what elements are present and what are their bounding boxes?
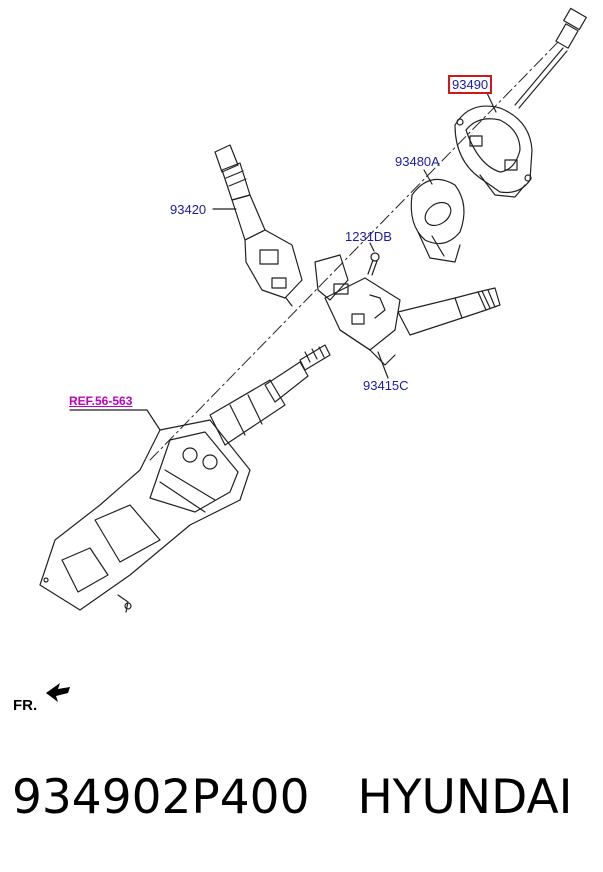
part-number: 934902P400 — [12, 770, 310, 825]
leader-1231db — [369, 242, 375, 252]
callout-93480a: 93480A — [395, 154, 440, 169]
callout-1231db: 1231DB — [345, 229, 392, 244]
assembly-axis — [149, 39, 561, 461]
callout-93415c: 93415C — [363, 378, 409, 393]
callout-93490: 93490 — [448, 75, 493, 94]
clock-spring-part — [454, 7, 587, 198]
column-bracket-part — [39, 419, 251, 613]
leader-93490 — [486, 92, 497, 113]
front-direction-arrow-icon — [46, 683, 70, 702]
front-direction-label: FR. — [13, 697, 38, 714]
wiper-switch-part — [214, 144, 303, 307]
brand-name: HYUNDAI — [357, 770, 573, 825]
callout-93420: 93420 — [170, 202, 207, 217]
part-caption: 934902P400 HYUNDAI — [12, 770, 572, 825]
callout-ref: REF.56-563 — [69, 394, 133, 408]
bolt-part — [367, 252, 380, 276]
leader-93415c — [377, 351, 389, 379]
leader-ref — [69, 409, 161, 431]
leader-93480a — [423, 169, 433, 185]
steering-column-part — [209, 344, 331, 446]
switch-body-part — [314, 254, 501, 366]
ring-part — [410, 178, 465, 263]
exploded-parts-diagram — [39, 7, 587, 702]
